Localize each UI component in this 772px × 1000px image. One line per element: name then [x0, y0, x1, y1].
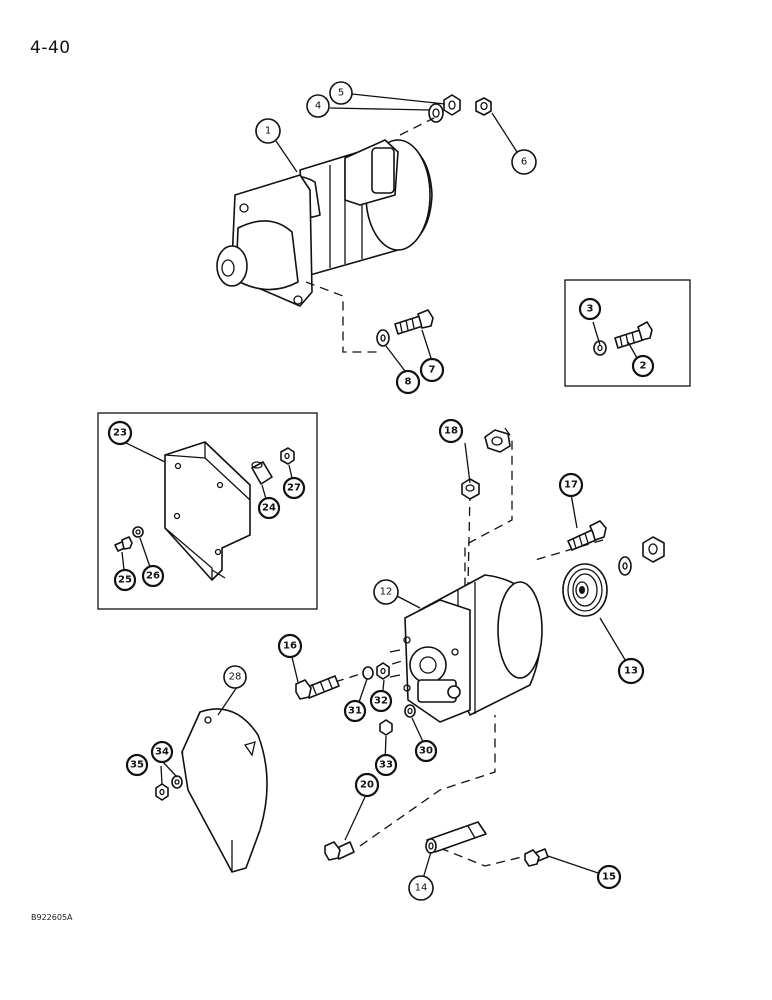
svg-text:33: 33 [379, 760, 393, 771]
inset-washer [593, 340, 607, 356]
figure-code: B922605A [31, 913, 73, 922]
terminal-nut [379, 719, 393, 736]
callout-25: 25 [113, 568, 137, 592]
svg-text:27: 27 [287, 483, 301, 494]
page-number: 4-40 [30, 38, 71, 58]
cover-spacer [251, 461, 273, 485]
inset-box-bolt-washer [564, 279, 691, 387]
callout-12: 12 [373, 579, 399, 605]
link-bolt [524, 848, 549, 867]
svg-text:12: 12 [380, 587, 393, 598]
alternator-body [389, 574, 543, 723]
callout-7: 7 [419, 357, 445, 383]
alternator-bracket-spacer [484, 429, 511, 453]
alternator-adjust-bolt [567, 520, 607, 551]
svg-text:20: 20 [360, 780, 374, 791]
svg-text:1: 1 [265, 126, 271, 137]
callout-6: 6 [511, 149, 537, 175]
svg-text:18: 18 [444, 426, 458, 437]
svg-text:7: 7 [429, 365, 436, 376]
adjusting-link [425, 821, 487, 854]
cover-nut [280, 447, 295, 465]
callout-4: 4 [306, 94, 330, 118]
pulley-washer [618, 556, 632, 576]
inset-bolt [614, 321, 653, 349]
cover-washer [132, 526, 144, 538]
starter-washer [376, 329, 390, 347]
callout-30: 30 [414, 739, 438, 763]
starter-nut [443, 94, 461, 116]
starter-lock-washer [428, 103, 444, 123]
starter-small-nut [475, 97, 492, 116]
cover-screw [114, 536, 133, 552]
callout-33: 33 [374, 753, 398, 777]
starter-motor [216, 139, 433, 307]
callout-1: 1 [255, 118, 281, 144]
callout-35: 35 [125, 753, 149, 777]
callout-2: 2 [631, 354, 655, 378]
svg-text:23: 23 [113, 428, 127, 439]
callout-15: 15 [596, 864, 622, 890]
pivot-washer [362, 666, 374, 680]
callout-16: 16 [277, 633, 303, 659]
svg-text:13: 13 [624, 666, 638, 677]
cover-plate [164, 441, 251, 581]
starter-mounting-bolt [394, 309, 434, 335]
callout-32: 32 [369, 689, 393, 713]
svg-text:31: 31 [348, 706, 362, 717]
svg-text:6: 6 [521, 157, 527, 168]
lower-mounting-bolt [324, 841, 355, 861]
callout-17: 17 [558, 472, 584, 498]
svg-text:5: 5 [338, 88, 344, 99]
svg-text:24: 24 [262, 503, 276, 514]
svg-text:34: 34 [155, 747, 169, 758]
svg-text:3: 3 [587, 304, 594, 315]
svg-text:15: 15 [602, 872, 616, 883]
svg-text:32: 32 [374, 696, 388, 707]
callout-13: 13 [617, 657, 645, 685]
svg-text:17: 17 [564, 480, 578, 491]
callout-23: 23 [107, 420, 133, 446]
svg-text:26: 26 [146, 571, 160, 582]
belt-guard [181, 708, 268, 873]
guard-nut [155, 783, 169, 801]
svg-text:28: 28 [229, 672, 242, 683]
svg-text:30: 30 [419, 746, 433, 757]
pulley-nut [642, 536, 665, 563]
callout-14: 14 [408, 875, 434, 901]
svg-text:4: 4 [315, 101, 321, 112]
inset-box-cover-plate [97, 412, 318, 610]
svg-text:14: 14 [415, 883, 428, 894]
svg-text:16: 16 [283, 641, 297, 652]
alternator-pivot-bolt [295, 675, 340, 700]
guard-washer [171, 775, 183, 789]
callout-24: 24 [257, 496, 281, 520]
svg-text:2: 2 [640, 361, 647, 372]
callout-8: 8 [395, 369, 421, 395]
callout-27: 27 [282, 476, 306, 500]
callout-34: 34 [150, 740, 174, 764]
callout-20: 20 [354, 772, 380, 798]
alternator-pulley [562, 563, 608, 617]
callout-3: 3 [578, 297, 602, 321]
svg-text:25: 25 [118, 575, 132, 586]
callout-5: 5 [329, 81, 353, 105]
callout-26: 26 [141, 564, 165, 588]
callout-18: 18 [438, 418, 464, 444]
terminal-washer [404, 704, 416, 718]
pivot-nut [376, 662, 390, 680]
svg-text:8: 8 [405, 377, 412, 388]
svg-text:35: 35 [130, 760, 144, 771]
callout-28: 28 [223, 665, 247, 689]
callout-31: 31 [343, 699, 367, 723]
